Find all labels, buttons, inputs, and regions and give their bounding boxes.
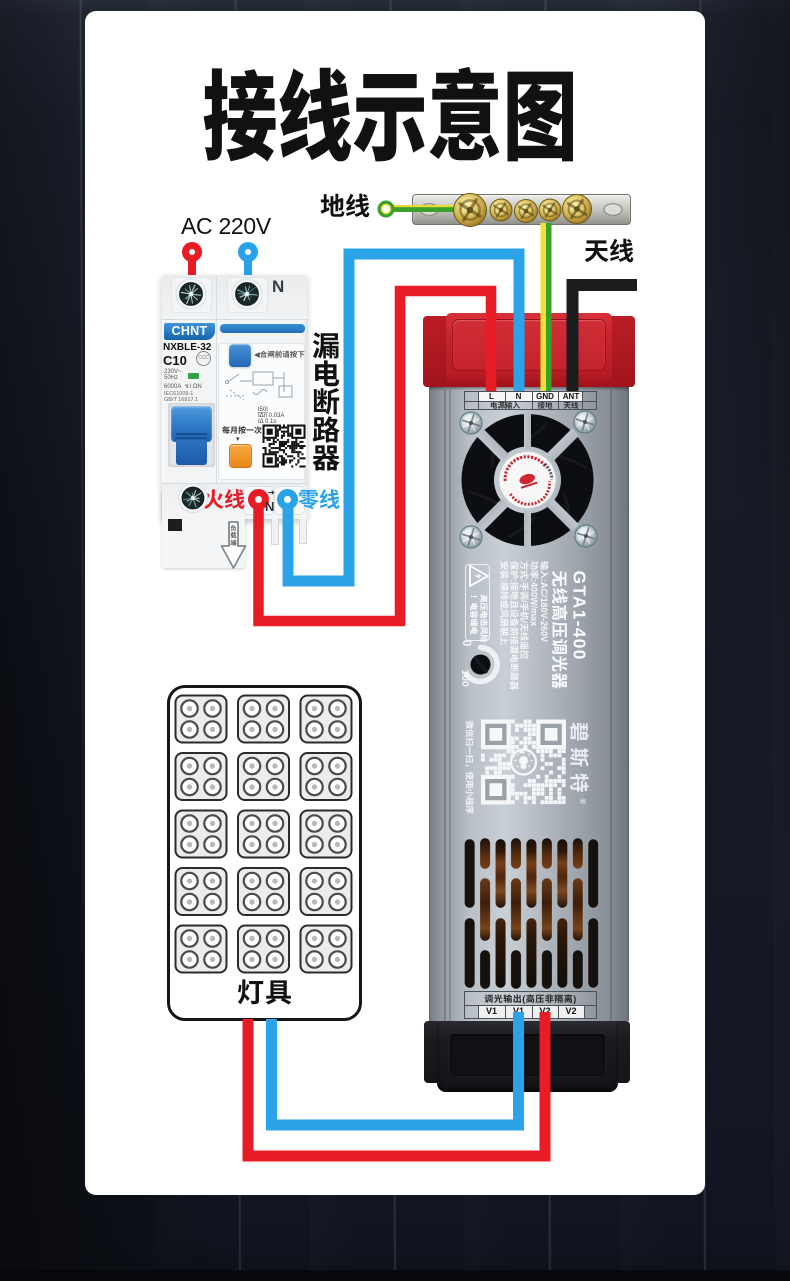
svg-text:载: 载 — [230, 531, 237, 540]
svg-text:0: 0 — [460, 640, 474, 647]
svg-text:端: 端 — [230, 538, 237, 547]
svg-text:100: 100 — [459, 669, 471, 687]
svg-text:负: 负 — [230, 524, 237, 533]
